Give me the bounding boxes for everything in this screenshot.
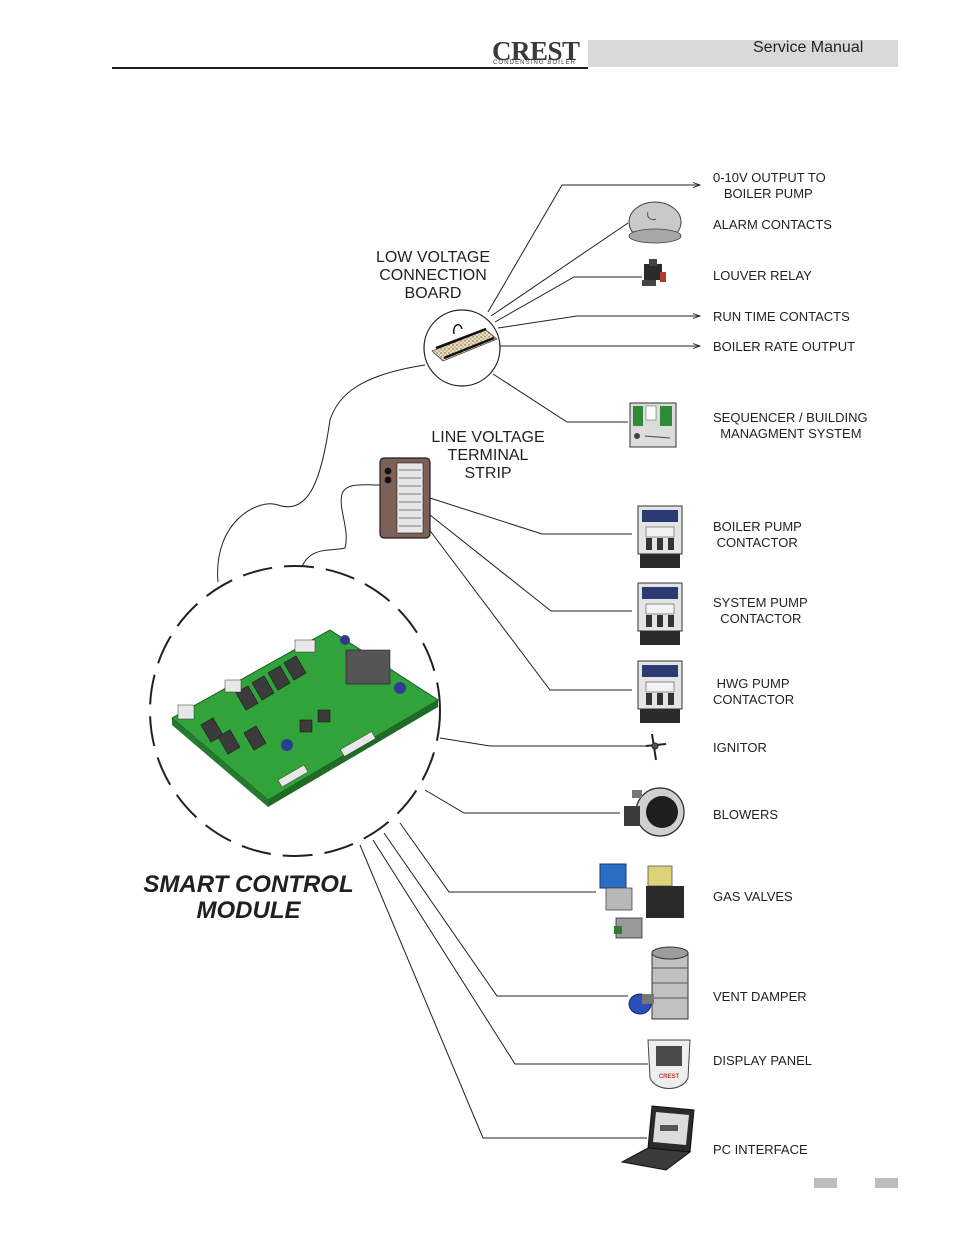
louver-relay-icon (642, 259, 666, 286)
system-pump-contactor-icon (637, 582, 683, 645)
label-louver-relay: LOUVER RELAY (713, 268, 812, 283)
line-louver (494, 276, 642, 323)
logo-tagline: CONDENSING BOILER (493, 60, 577, 66)
footer-tab-right (875, 1178, 898, 1188)
alarm-bell-icon (628, 201, 682, 244)
display-panel-brand: CREST (659, 1074, 680, 1080)
line-system-pump (429, 514, 632, 612)
line-pc (359, 844, 647, 1139)
boiler-pump-contactor-icon (637, 505, 683, 568)
low-voltage-board-icon (423, 309, 501, 387)
line-voltage-strip-icon (379, 457, 431, 539)
line-module-to-lv-board (217, 364, 426, 583)
label-blowers: BLOWERS (713, 807, 779, 822)
label-system-pump-contactor: SYSTEM PUMP CONTACTOR (713, 595, 808, 626)
line-gas-valves (399, 822, 596, 893)
hwg-pump-contactor-icon (637, 660, 683, 723)
label-sequencer: SEQUENCER / BUILDING MANAGMENT SYSTEM (713, 410, 868, 441)
line-ignitor (439, 737, 648, 747)
label-alarm-contacts: ALARM CONTACTS (713, 217, 832, 232)
label-vent-damper: VENT DAMPER (713, 989, 807, 1004)
line-voltage-strip-label: LINE VOLTAGE TERMINAL STRIP (431, 429, 545, 482)
logo-wordmark: CREST (492, 36, 580, 66)
label-0-10v-output: 0-10V OUTPUT TO BOILER PUMP (713, 170, 826, 201)
vent-damper-icon (628, 946, 689, 1020)
line-0-10v (487, 185, 700, 313)
line-display (372, 839, 648, 1065)
line-alarm (490, 222, 629, 317)
crest-logo: CREST CONDENSING BOILER (492, 36, 588, 70)
label-boiler-rate-output: BOILER RATE OUTPUT (713, 339, 856, 354)
line-run-time (497, 316, 700, 329)
line-module-to-strip (299, 484, 381, 573)
label-hwg-pump-contactor: HWG PUMP CONTACTOR (713, 676, 795, 707)
line-sequencer (492, 373, 628, 423)
footer-tab-left (814, 1178, 837, 1188)
sequencer-panel-icon (629, 402, 677, 448)
label-display-panel: DISPLAY PANEL (713, 1053, 812, 1068)
blower-icon (624, 787, 685, 837)
header-band (588, 40, 898, 67)
smart-control-module-icon (149, 565, 441, 857)
display-panel-icon: CREST (647, 1039, 691, 1089)
gas-valves-icon (599, 863, 684, 939)
smart-control-module-label: SMART CONTROL MODULE (143, 871, 354, 924)
laptop-icon (620, 1105, 695, 1171)
line-vent-damper (383, 832, 628, 997)
line-boiler-pump (429, 497, 632, 535)
line-blowers (424, 789, 620, 814)
document-title: Service Manual (753, 39, 864, 56)
ignitor-icon (645, 733, 667, 761)
header-rule (112, 67, 588, 69)
label-boiler-pump-contactor: BOILER PUMP CONTACTOR (713, 519, 802, 550)
low-voltage-board-label: LOW VOLTAGE CONNECTION BOARD (375, 249, 491, 302)
label-gas-valves: GAS VALVES (713, 889, 793, 904)
line-hwg-pump (427, 527, 632, 691)
label-run-time-contacts: RUN TIME CONTACTS (713, 309, 850, 324)
label-pc-interface: PC INTERFACE (713, 1142, 808, 1157)
label-ignitor: IGNITOR (713, 740, 767, 755)
